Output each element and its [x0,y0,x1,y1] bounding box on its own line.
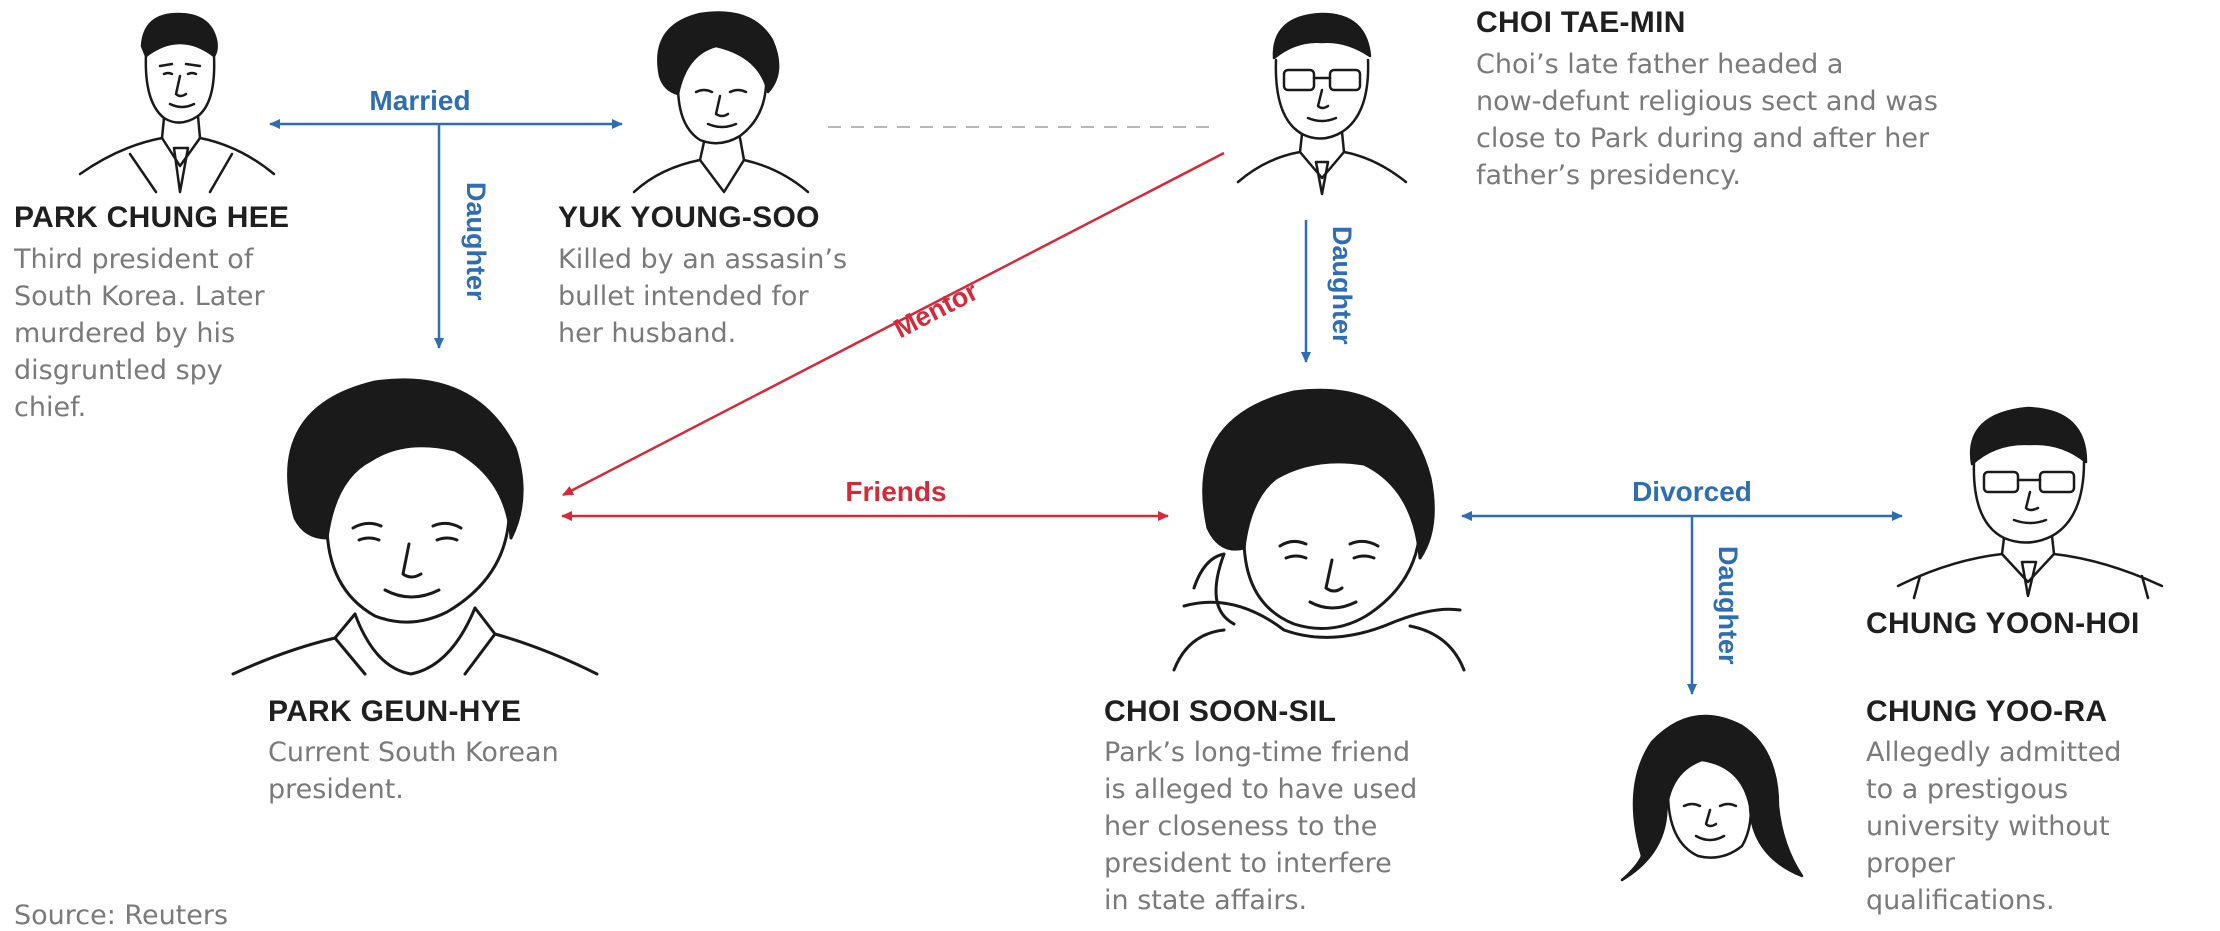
desc-line: Current South Korean [268,737,559,768]
desc-line: now-defunt religious sect and was [1476,86,1938,117]
daughter-link-chung: Daughter [1687,516,1743,695]
park-chung-hee-name: PARK CHUNG HEE [14,201,290,234]
park-geun-hye-name: PARK GEUN-HYE [268,695,522,728]
married-link: Married [269,85,623,129]
daughter-label-park: Daughter [461,182,491,301]
desc-line: Choi’s late father headed a [1476,49,1844,80]
choi-tae-min-portrait [1236,12,1408,196]
mentor-label: Mentor [889,276,983,344]
desc-line: South Korea. Later [14,281,265,312]
park-geun-hye-desc: Current South Korean president. [268,734,559,808]
yuk-young-soo-name: YUK YOUNG-SOO [558,201,820,234]
daughter-link-park: Daughter [434,124,491,349]
daughter-label-chung: Daughter [1713,546,1743,665]
desc-line: qualifications. [1866,885,2055,916]
choi-tae-min-name: CHOI TAE-MIN [1476,6,1686,39]
daughter-link-choi: Daughter [1301,220,1357,363]
desc-line: to a prestigous [1866,774,2069,805]
desc-line: disgruntled spy [14,355,223,386]
chung-yoo-ra-name: CHUNG YOO-RA [1866,695,2108,728]
desc-line: in state affairs. [1104,885,1308,916]
chung-yoon-hoi-name: CHUNG YOON-HOI [1866,607,2140,640]
desc-line: Park’s long-time friend [1104,737,1411,768]
desc-line: is alleged to have used [1104,774,1418,805]
desc-line: Killed by an assasin’s [558,244,848,275]
chung-yoon-hoi-portrait [1896,406,2164,600]
chung-yoo-ra-portrait [1620,714,1804,882]
chung-yoo-ra-desc: Allegedly admitted to a prestigous unive… [1866,734,2121,919]
desc-line: bullet intended for [558,281,809,312]
desc-line: Allegedly admitted [1866,737,2122,768]
desc-line: president to interfere [1104,848,1392,879]
friends-label: Friends [845,476,946,507]
desc-line: university without [1866,811,2110,842]
divorced-label: Divorced [1632,476,1752,507]
desc-line: father’s presidency. [1476,160,1741,191]
desc-line: chief. [14,392,87,423]
desc-line: murdered by his [14,318,236,349]
choi-tae-min-desc: Choi’s late father headed a now-defunt r… [1476,46,1938,194]
divorced-link: Divorced [1461,476,1903,521]
desc-line: Third president of [14,244,254,275]
daughter-label-choi: Daughter [1327,226,1357,345]
park-chung-hee-desc: Third president of South Korea. Later mu… [14,241,265,426]
yuk-young-soo-portrait [632,11,810,194]
park-chung-hee-portrait [78,12,276,194]
married-label: Married [369,85,470,116]
desc-line: close to Park during and after her [1476,123,1930,154]
desc-line: proper [1866,848,1956,879]
park-geun-hye-portrait [231,378,599,676]
desc-line: president. [268,774,404,805]
choi-soon-sil-name: CHOI SOON-SIL [1104,695,1337,728]
desc-line: her closeness to the [1104,811,1378,842]
yuk-young-soo-desc: Killed by an assasin’s bullet intended f… [558,241,847,352]
friends-link: Friends [561,476,1169,521]
source-note: Source: Reuters [14,900,229,931]
choi-soon-sil-desc: Park’s long-time friend is alleged to ha… [1104,734,1417,919]
choi-soon-sil-portrait [1172,388,1466,672]
desc-line: her husband. [558,318,737,349]
